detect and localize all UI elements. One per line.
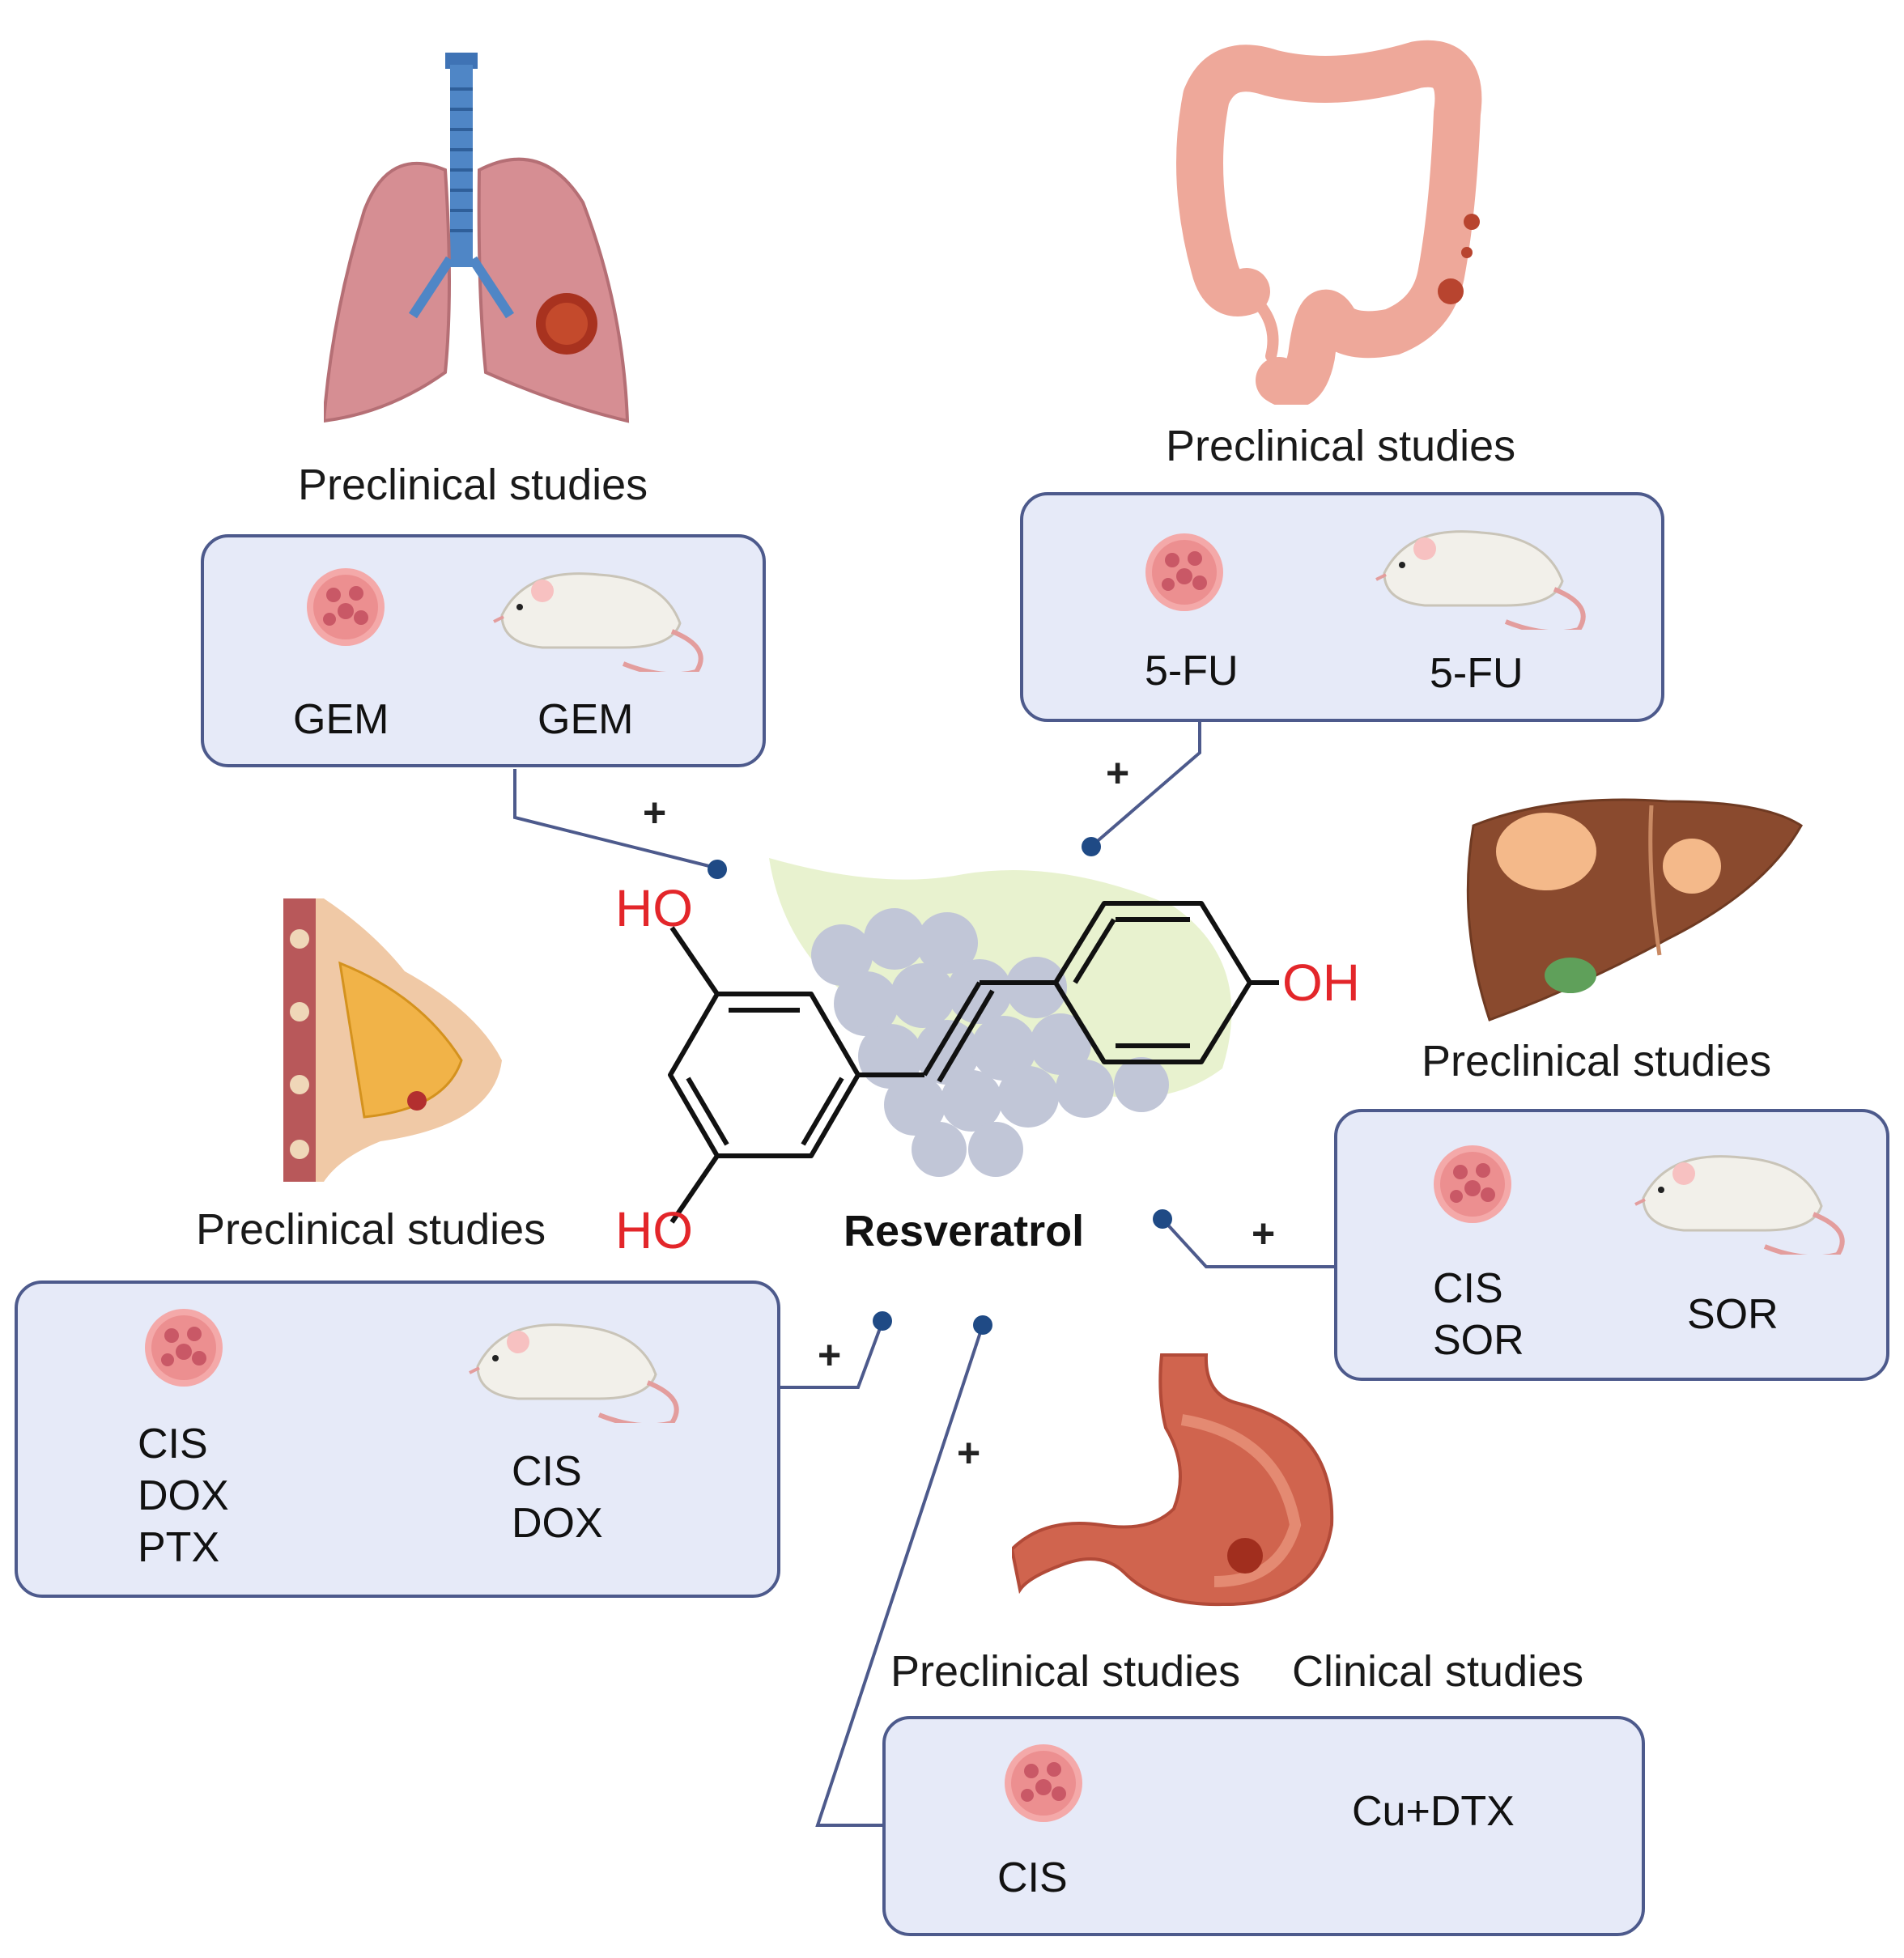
connector-dot-liver	[1153, 1209, 1172, 1229]
stomach-panel	[882, 1716, 1645, 1936]
stomach-clinical-drugs: Cu+DTX	[1352, 1788, 1515, 1835]
lung-heading: Preclinical studies	[298, 461, 648, 509]
lung-icon	[324, 53, 630, 423]
hydroxyl-label-top-left: HO	[615, 879, 693, 937]
stomach-heading-clinical: Clinical studies	[1292, 1647, 1584, 1696]
breast-heading: Preclinical studies	[196, 1205, 546, 1254]
breast-effect-label: +	[818, 1332, 842, 1378]
cancer-cell-icon	[1145, 533, 1223, 611]
colon-panel	[1020, 492, 1664, 722]
resveratrol-structure: HO HO OH	[615, 879, 1360, 1255]
lung-mouse-drugs: GEM	[538, 696, 634, 743]
connector-breast	[780, 1321, 884, 1389]
stomach-cell-drugs: CIS	[997, 1854, 1068, 1901]
liver-cell-drugs: CIS SOR	[1433, 1265, 1524, 1364]
colon-mouse-drugs: 5-FU	[1430, 650, 1524, 697]
breast-mouse-drugs: CIS DOX	[512, 1448, 603, 1547]
connector-dot-stomach	[973, 1315, 992, 1335]
cancer-cell-icon	[1005, 1744, 1082, 1822]
connector-lung	[513, 769, 716, 869]
lung-panel	[201, 534, 766, 767]
cancer-cell-icon	[307, 568, 385, 646]
colon-effect-label: +	[1106, 750, 1130, 796]
stomach-heading-preclinical: Preclinical studies	[890, 1647, 1241, 1696]
lung-effect-label: +	[643, 790, 667, 835]
stomach-icon	[1012, 1353, 1334, 1607]
cancer-cell-icon	[1434, 1145, 1511, 1223]
connector-dot-lung	[708, 860, 727, 879]
mouse-icon	[469, 1323, 679, 1423]
connector-dot-colon	[1082, 837, 1101, 856]
mouse-icon	[1375, 530, 1586, 630]
hydroxyl-label-bottom-left: HO	[615, 1201, 693, 1255]
breast-cell-drugs: CIS DOX PTX	[138, 1421, 229, 1571]
compound-name: Resveratrol	[844, 1207, 1085, 1255]
liver-effect-label: +	[1252, 1211, 1276, 1256]
breast-icon	[283, 898, 502, 1182]
hydroxyl-label-right: OH	[1282, 954, 1360, 1012]
colon-icon	[1176, 40, 1482, 405]
liver-mouse-drugs: SOR	[1687, 1291, 1779, 1338]
connector-liver	[1161, 1217, 1336, 1268]
lung-cell-drugs: GEM	[293, 696, 389, 743]
stomach-effect-label: +	[957, 1430, 981, 1476]
cancer-cell-icon	[145, 1309, 223, 1387]
liver-heading: Preclinical studies	[1422, 1037, 1772, 1085]
colon-heading: Preclinical studies	[1166, 422, 1516, 470]
liver-icon	[1466, 798, 1803, 1021]
mouse-icon	[493, 572, 703, 672]
colon-cell-drugs: 5-FU	[1145, 648, 1239, 694]
breast-panel	[15, 1281, 780, 1598]
mouse-icon	[1634, 1155, 1845, 1255]
connector-stomach	[815, 1324, 984, 1827]
liver-panel	[1334, 1109, 1889, 1381]
connector-dot-breast	[873, 1311, 892, 1331]
connector-colon	[1091, 720, 1201, 847]
